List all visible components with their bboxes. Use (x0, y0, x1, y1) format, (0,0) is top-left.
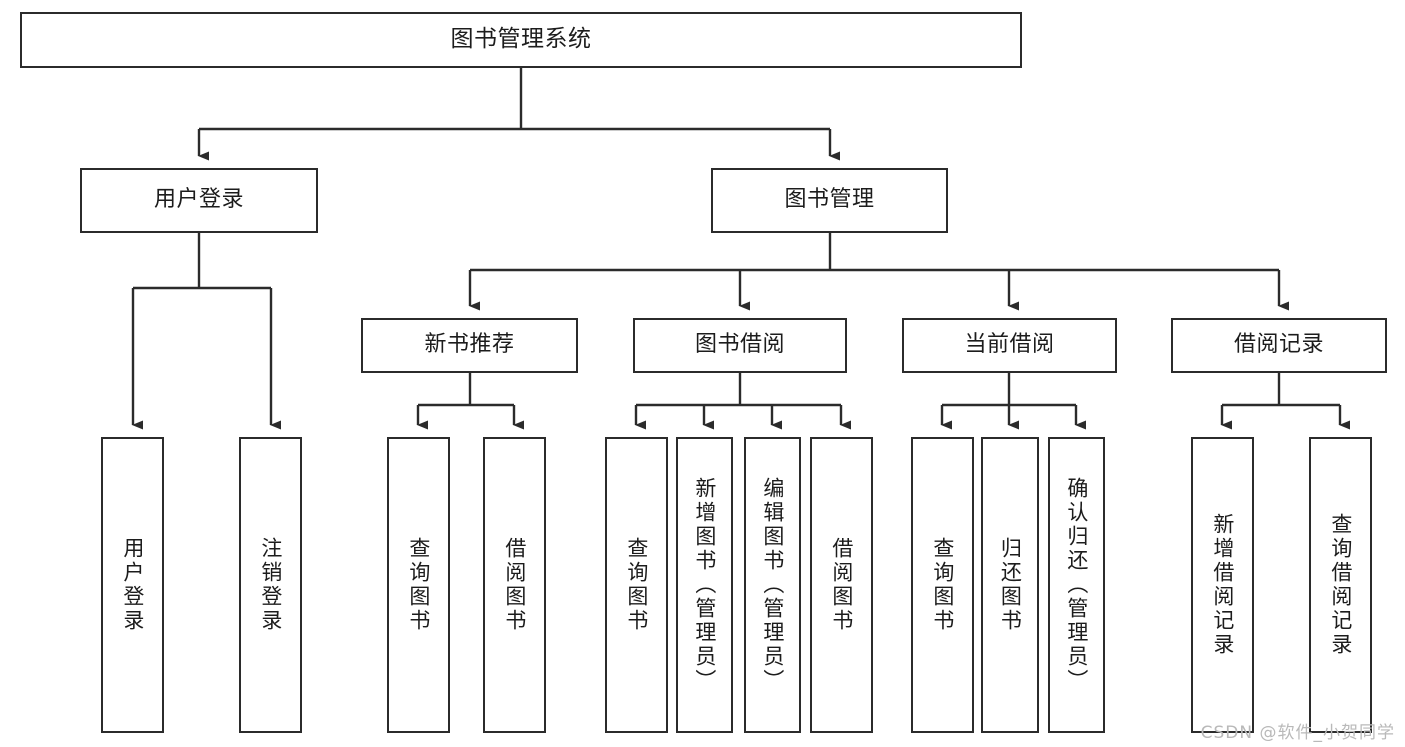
node-label: 借阅记录 (1233, 332, 1324, 358)
node-label: 新书推荐 (424, 332, 515, 358)
node-label: 借阅图书 (502, 537, 527, 633)
node-borrow-records[interactable]: 借阅记录 (1171, 318, 1387, 373)
node-label: 编辑图书（管理员） (760, 477, 785, 693)
node-label: 查询图书 (624, 537, 649, 633)
node-label: 图书借阅 (694, 332, 785, 358)
node-label: 用户登录 (153, 187, 244, 213)
leaf-borrow-books-recommend[interactable]: 借阅图书 (483, 437, 546, 733)
node-root-book-management-system[interactable]: 图书管理系统 (20, 12, 1022, 68)
leaf-query-borrow-record[interactable]: 查询借阅记录 (1309, 437, 1372, 733)
node-book-management[interactable]: 图书管理 (711, 168, 948, 233)
leaf-add-borrow-record[interactable]: 新增借阅记录 (1191, 437, 1254, 733)
leaf-user-login[interactable]: 用户登录 (101, 437, 164, 733)
node-label: 查询图书 (406, 537, 431, 633)
node-new-book-recommendation[interactable]: 新书推荐 (361, 318, 578, 373)
node-user-login[interactable]: 用户登录 (80, 168, 318, 233)
leaf-query-books-current[interactable]: 查询图书 (911, 437, 974, 733)
leaf-add-book-admin[interactable]: 新增图书（管理员） (676, 437, 733, 733)
leaf-query-books-recommend[interactable]: 查询图书 (387, 437, 450, 733)
leaf-confirm-return-admin[interactable]: 确认归还（管理员） (1048, 437, 1105, 733)
node-label: 确认归还（管理员） (1064, 477, 1089, 693)
node-label: 用户登录 (120, 537, 145, 633)
leaf-return-books[interactable]: 归还图书 (981, 437, 1039, 733)
node-label: 当前借阅 (964, 332, 1055, 358)
node-label: 查询图书 (930, 537, 955, 633)
csdn-watermark: CSDN @软件_小贺同学 (1200, 723, 1395, 743)
leaf-query-books-borrowing[interactable]: 查询图书 (605, 437, 668, 733)
node-current-borrowing[interactable]: 当前借阅 (902, 318, 1117, 373)
leaf-borrow-books-borrowing[interactable]: 借阅图书 (810, 437, 873, 733)
node-label: 注销登录 (258, 537, 283, 633)
node-label: 图书管理 (784, 187, 875, 213)
node-label: 新增图书（管理员） (692, 477, 717, 693)
node-label: 归还图书 (998, 537, 1023, 633)
node-label: 查询借阅记录 (1328, 513, 1353, 657)
node-label: 图书管理系统 (450, 26, 592, 53)
node-label: 借阅图书 (829, 537, 854, 633)
node-book-borrowing[interactable]: 图书借阅 (633, 318, 847, 373)
node-label: 新增借阅记录 (1210, 513, 1235, 657)
leaf-logout[interactable]: 注销登录 (239, 437, 302, 733)
leaf-edit-book-admin[interactable]: 编辑图书（管理员） (744, 437, 801, 733)
